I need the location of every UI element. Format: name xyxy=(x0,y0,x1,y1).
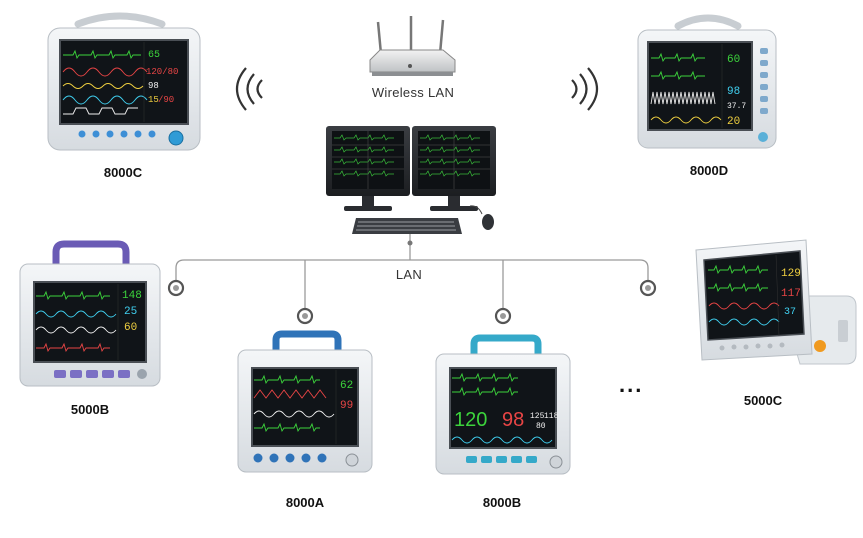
reading-8000a-2: 99 xyxy=(340,400,353,412)
reading-5000c-3: 37 xyxy=(784,307,796,318)
reading-8000d-4: 20 xyxy=(727,116,740,128)
monitor-8000a-icon: 62 99 xyxy=(237,330,373,473)
reading-8000c-1: 65 xyxy=(148,50,160,61)
reading-8000b-1: 120 xyxy=(454,409,487,431)
reading-5000c-1: 129 xyxy=(781,268,801,280)
label-8000c: 8000C xyxy=(103,165,143,180)
reading-8000c-4: 15 xyxy=(148,95,159,105)
wireless-lan-label: Wireless LAN xyxy=(371,85,455,100)
reading-8000c-5: /90 xyxy=(158,95,174,105)
lan-node-dot xyxy=(407,240,413,246)
reading-8000a-1: 62 xyxy=(340,380,353,392)
reading-5000b-3: 60 xyxy=(124,322,137,334)
reading-5000c-2: 117 xyxy=(781,288,801,300)
reading-8000c-3: 98 xyxy=(148,81,159,91)
monitor-8000b-icon: 120 98 125 118 80 xyxy=(435,334,571,475)
reading-5000b-2: 25 xyxy=(124,306,137,318)
monitor-5000b-icon: 148 25 60 xyxy=(19,240,161,387)
lan-connector-5000b xyxy=(167,279,185,297)
monitor-8000d-icon: 60 98 37.7 20 xyxy=(637,14,777,149)
label-8000a: 8000A xyxy=(285,495,325,510)
reading-8000b-3: 125 xyxy=(530,412,545,421)
lan-connector-8000a xyxy=(296,307,314,325)
reading-8000d-3: 37.7 xyxy=(727,102,746,111)
wireless-signal-left-icon xyxy=(235,67,263,111)
lan-connector-5000c xyxy=(639,279,657,297)
lan-connector-8000b xyxy=(494,307,512,325)
monitor-8000c-icon: 65 120/80 98 15 /90 xyxy=(47,12,201,151)
label-8000d: 8000D xyxy=(689,163,729,178)
reading-8000c-2: 120/80 xyxy=(146,67,178,77)
wireless-router-icon xyxy=(369,16,456,76)
reading-8000b-2: 98 xyxy=(502,409,524,431)
monitor-5000c-icon: 129 117 37 xyxy=(695,239,857,365)
label-8000b: 8000B xyxy=(482,495,522,510)
label-5000b: 5000B xyxy=(70,402,110,417)
central-station-icon xyxy=(326,126,496,234)
lan-bus xyxy=(175,234,649,314)
reading-8000d-2: 98 xyxy=(727,86,740,98)
lan-label: LAN xyxy=(395,267,423,282)
label-5000c: 5000C xyxy=(743,393,783,408)
lan-connectors xyxy=(167,279,657,325)
reading-5000b-1: 148 xyxy=(122,290,142,302)
reading-8000d-1: 60 xyxy=(727,54,740,66)
more-devices-indicator: ... xyxy=(619,372,644,397)
reading-8000b-4: 118 xyxy=(544,412,559,421)
reading-8000b-5: 80 xyxy=(536,422,546,431)
wireless-signal-right-icon xyxy=(571,67,599,111)
